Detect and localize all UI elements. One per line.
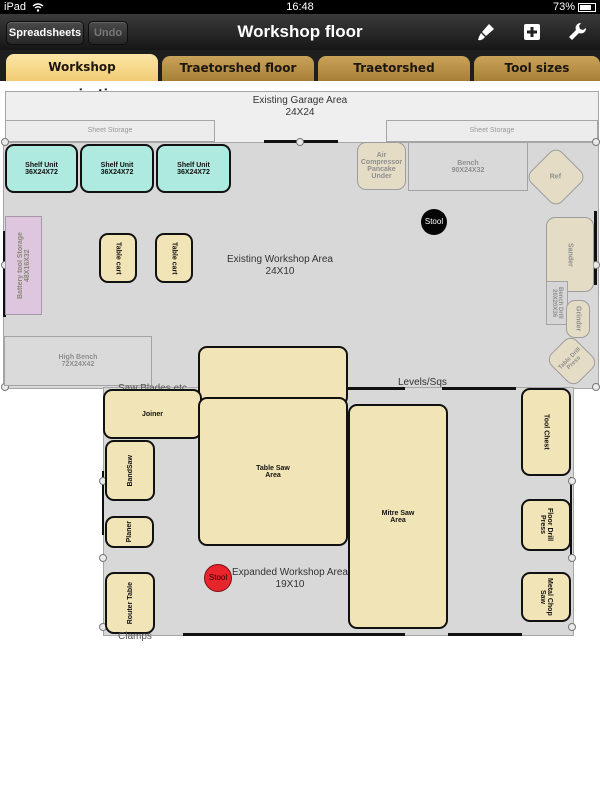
air-compressor[interactable]: Air Compressor Pancake Under (357, 142, 406, 190)
floor-drill-press[interactable]: Floor Drill Press (521, 499, 571, 551)
joiner[interactable]: Joiner (103, 389, 202, 439)
battery-tool-storage[interactable]: Battery tool Storage 48X16X32 (5, 216, 42, 315)
sander[interactable]: Sander (546, 217, 594, 292)
wall-segment (345, 387, 405, 390)
router-table[interactable]: Router Table (105, 572, 155, 634)
toolbar: Spreadsheets Undo Workshop floor (0, 14, 600, 50)
sheet-storage-right[interactable]: Sheet Storage (386, 120, 598, 142)
resize-handle[interactable] (568, 554, 576, 562)
metal-chop-saw[interactable]: Metal Chop Saw (521, 572, 571, 622)
wall-segment (594, 211, 597, 285)
table-cart-1[interactable]: Table cart (99, 233, 137, 283)
stool-black[interactable]: Stool (421, 209, 447, 235)
tab-workshop-organization[interactable]: Workshop organization (6, 54, 158, 101)
device-label: iPad (4, 0, 44, 14)
tab-traetorshed-floor[interactable]: Traetorshed floor (162, 56, 314, 81)
resize-handle[interactable] (592, 138, 600, 146)
bench-drill[interactable]: Bench Drill 20X20X36 (546, 281, 568, 325)
sheet-tab-bar: Workshop organization Traetorshed floor … (0, 50, 600, 101)
resize-handle[interactable] (99, 554, 107, 562)
bandsaw[interactable]: BandSaw (105, 440, 155, 501)
battery-icon (578, 2, 596, 12)
wall-segment (183, 633, 405, 636)
wall-segment (3, 231, 6, 317)
tab-traetorshed[interactable]: Traetorshed (318, 56, 470, 81)
resize-handle[interactable] (1, 138, 9, 146)
grinder[interactable]: Grinder (566, 300, 590, 338)
table-cart-2[interactable]: Table cart (155, 233, 193, 283)
add-icon[interactable] (522, 22, 542, 42)
tool-chest[interactable]: Tool Chest (521, 388, 571, 476)
wall-segment (442, 387, 516, 390)
resize-handle[interactable] (568, 477, 576, 485)
battery-indicator: 73% (553, 0, 596, 14)
resize-handle[interactable] (592, 383, 600, 391)
levels-label: Levels/Sqs (398, 377, 447, 388)
wrench-icon[interactable] (567, 22, 587, 42)
clamps-label: Clamps (118, 631, 152, 642)
clock: 16:48 (286, 1, 314, 13)
resize-handle[interactable] (296, 138, 304, 146)
undo-button[interactable]: Undo (88, 21, 128, 45)
planer[interactable]: Planer (105, 516, 154, 548)
wall-segment (570, 477, 572, 557)
sheet-storage-left[interactable]: Sheet Storage (5, 120, 215, 142)
status-bar: iPad 16:48 73% (0, 0, 600, 14)
stool-red[interactable]: Stool (204, 564, 232, 592)
wall-segment (448, 633, 522, 636)
resize-handle[interactable] (568, 623, 576, 631)
saw-blades-label: Saw Blades etc (118, 383, 198, 395)
spreadsheets-button[interactable]: Spreadsheets (6, 21, 84, 45)
page-title: Workshop floor (237, 22, 363, 41)
wifi-icon (32, 2, 44, 12)
wall-segment (102, 471, 104, 535)
paint-brush-icon[interactable] (476, 22, 496, 42)
tab-tool-sizes[interactable]: Tool sizes (474, 56, 600, 81)
